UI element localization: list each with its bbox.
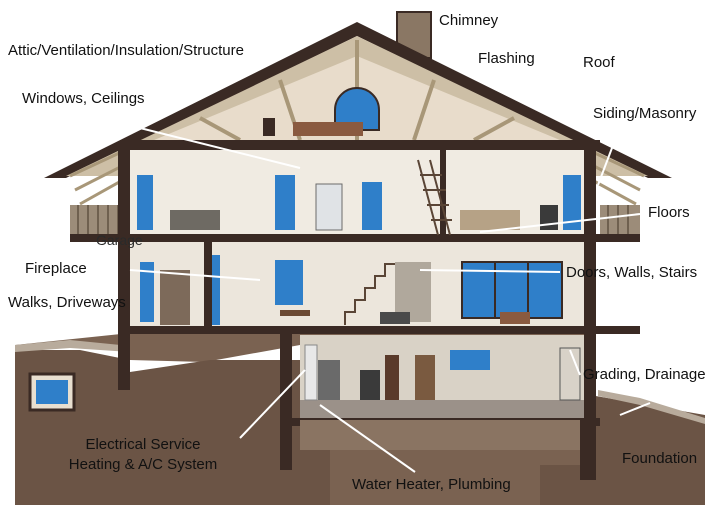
main-window-left [140,262,154,322]
main-floor-beam [130,326,640,334]
garage-door [160,270,190,325]
main-window-mid [275,260,303,305]
label-heating-ac: Heating & A/C System [68,456,218,473]
label-electrical-service: Electrical Service [85,436,201,453]
interior-wall-post [204,240,212,328]
upper-window-mid [275,175,295,230]
upper-window-center [362,182,382,230]
label-doors-walls-stairs: Doors, Walls, Stairs [566,264,698,281]
label-fireplace: Fireplace [25,260,87,277]
attic-lamp [263,118,275,136]
label-garage: Garage [96,232,143,248]
label-flashing: Flashing [478,50,535,67]
label-chimney: Chimney [439,12,499,29]
earth-left [15,350,330,505]
leader-fireplace [129,269,261,281]
attic-arched-window [334,87,380,131]
deck-rail-right [600,205,640,235]
foundation-post-right [580,420,594,480]
leader-siding [597,139,616,186]
water-heater [304,344,318,401]
basement-door [385,355,399,400]
upper-door [315,183,343,231]
label-foundation: Foundation [622,450,698,467]
walkway [15,340,130,352]
basement-shelf [415,355,435,400]
upper-window-left [137,175,153,230]
label-walks-driveways: Walks, Driveways [8,294,126,311]
basement-window-glass [36,380,68,404]
leader-driveway [619,402,651,416]
leader-windows-ceilings [139,127,301,169]
leader-electrical [239,369,306,439]
leader-doors [419,269,561,273]
furnace [318,360,340,400]
right-post [584,150,596,480]
upper-window-right [563,175,581,230]
label-attic: Attic/Ventilation/Insulation/Structure [8,42,244,59]
attic-sofa [293,122,363,136]
second-floor-beam [70,234,640,242]
leader-grading [569,349,581,376]
main-table [500,312,530,324]
label-windows-ceilings: Windows, Ceilings [22,90,145,107]
garage-opening [559,347,581,401]
basement-equipment [360,370,380,400]
label-grading-drainage: Grading, Drainage [583,366,706,383]
upper-bunk [460,210,520,230]
upper-bed [170,210,220,230]
upper-stairs [417,159,452,236]
main-window-narrow [212,255,220,325]
basement-floor-slab [300,400,590,420]
upper-interior-wall [440,150,446,235]
dining-table [280,310,310,316]
foundation-wall [300,420,580,450]
leader-water-heater [319,404,416,473]
treadmill [540,205,558,230]
attic-floor-beam [120,140,600,150]
left-post [118,150,130,390]
label-siding: Siding/Masonry [593,105,697,122]
label-water-heater: Water Heater, Plumbing [352,476,511,493]
main-sofa [380,312,410,324]
main-stairs [344,263,395,325]
label-roof: Roof [583,54,615,71]
basement-window [450,350,490,370]
leader-lines [129,127,651,473]
leader-floors [479,213,641,233]
driveway [598,390,705,424]
label-floors: Floors [648,204,690,221]
foundation-post-left [280,330,292,470]
